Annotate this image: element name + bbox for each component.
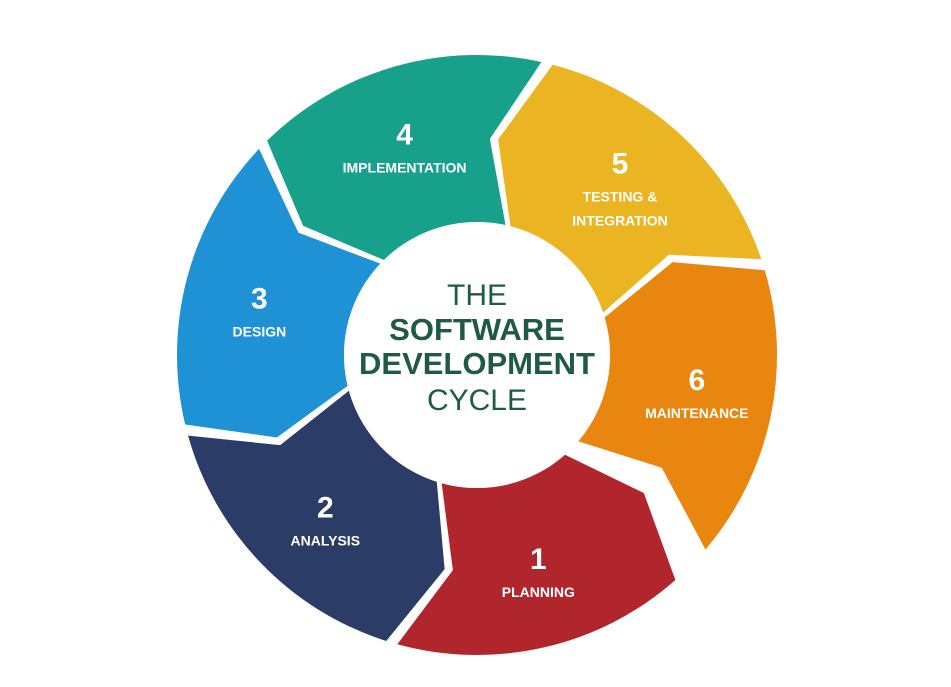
- stage-number-analysis: 2: [317, 492, 334, 525]
- stage-label-design: DESIGN: [233, 324, 287, 340]
- stage-label-maintenance: MAINTENANCE: [645, 405, 748, 421]
- segment-maintenance: [578, 262, 777, 550]
- stage-label-planning: PLANNING: [502, 584, 575, 600]
- stage-number-planning: 1: [530, 543, 547, 576]
- stage-label-testing-line-1: TESTING &: [583, 189, 658, 205]
- center-circle: [344, 222, 610, 488]
- center-title: THE SOFTWARE DEVELOPMENT CYCLE: [359, 279, 595, 417]
- cycle-segments: [177, 55, 777, 656]
- center-title-line-software: SOFTWARE: [389, 312, 565, 347]
- segment-planning: [397, 454, 676, 656]
- segment-implementation: [267, 55, 542, 260]
- segment-analysis: [188, 390, 445, 641]
- center-title-line-cycle: CYCLE: [427, 384, 527, 417]
- stage-label-analysis: ANALYSIS: [291, 533, 361, 549]
- center-title-line-development: DEVELOPMENT: [359, 346, 595, 381]
- center-title-line-the: THE: [447, 279, 507, 312]
- stage-number-testing: 5: [612, 148, 629, 181]
- stage-number-implementation: 4: [396, 119, 413, 152]
- segment-testing: [498, 64, 762, 313]
- stage-label-implementation: IMPLEMENTATION: [343, 160, 467, 176]
- stage-number-design: 3: [251, 283, 268, 316]
- segment-design: [177, 148, 381, 438]
- stage-label-testing-line-2: INTEGRATION: [572, 213, 667, 229]
- stage-number-maintenance: 6: [688, 364, 705, 397]
